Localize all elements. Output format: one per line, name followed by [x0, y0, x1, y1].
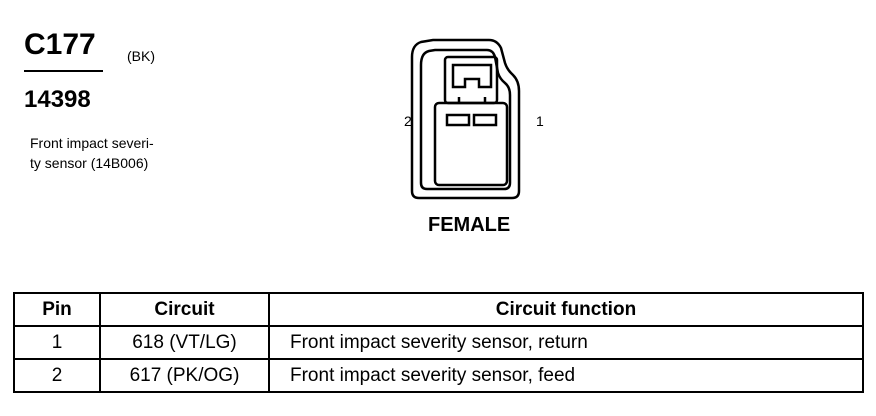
- header-pin: Pin: [13, 292, 101, 327]
- cell-circuit-function: Front impact severity sensor, return: [268, 325, 864, 360]
- connector-gender-label: FEMALE: [428, 214, 511, 236]
- connector-id: C177: [24, 28, 96, 61]
- pin-cavity-1: [472, 113, 498, 127]
- header-circuit: Circuit: [99, 292, 270, 327]
- pin-1-label: 1: [536, 113, 544, 129]
- cell-circuit: 617 (PK/OG): [99, 358, 270, 393]
- table-header-row: Pin Circuit Circuit function: [13, 292, 864, 327]
- cell-pin: 1: [13, 325, 101, 360]
- description-line-1: Front impact severi-: [30, 135, 154, 151]
- pin-cavity-2: [445, 113, 471, 127]
- table-row: 2 617 (PK/OG) Front impact severity sens…: [13, 358, 864, 393]
- pin-table: Pin Circuit Circuit function 1 618 (VT/L…: [13, 292, 864, 393]
- description-line-2: ty sensor (14B006): [30, 155, 149, 171]
- connector-color-code: (BK): [127, 48, 155, 64]
- part-number: 14398: [24, 86, 91, 113]
- cell-pin: 2: [13, 358, 101, 393]
- connector-face-diagram: [410, 38, 521, 200]
- header-circuit-function: Circuit function: [268, 292, 864, 327]
- cell-circuit: 618 (VT/LG): [99, 325, 270, 360]
- connector-outer-housing: [410, 38, 521, 200]
- table-row: 1 618 (VT/LG) Front impact severity sens…: [13, 325, 864, 360]
- pin-2-label: 2: [404, 113, 412, 129]
- title-underline: [24, 70, 103, 72]
- cell-circuit-function: Front impact severity sensor, feed: [268, 358, 864, 393]
- connector-latch: [451, 63, 493, 89]
- connector-pin-block: [433, 101, 509, 187]
- connector-description: Front impact severi- ty sensor (14B006): [30, 133, 180, 173]
